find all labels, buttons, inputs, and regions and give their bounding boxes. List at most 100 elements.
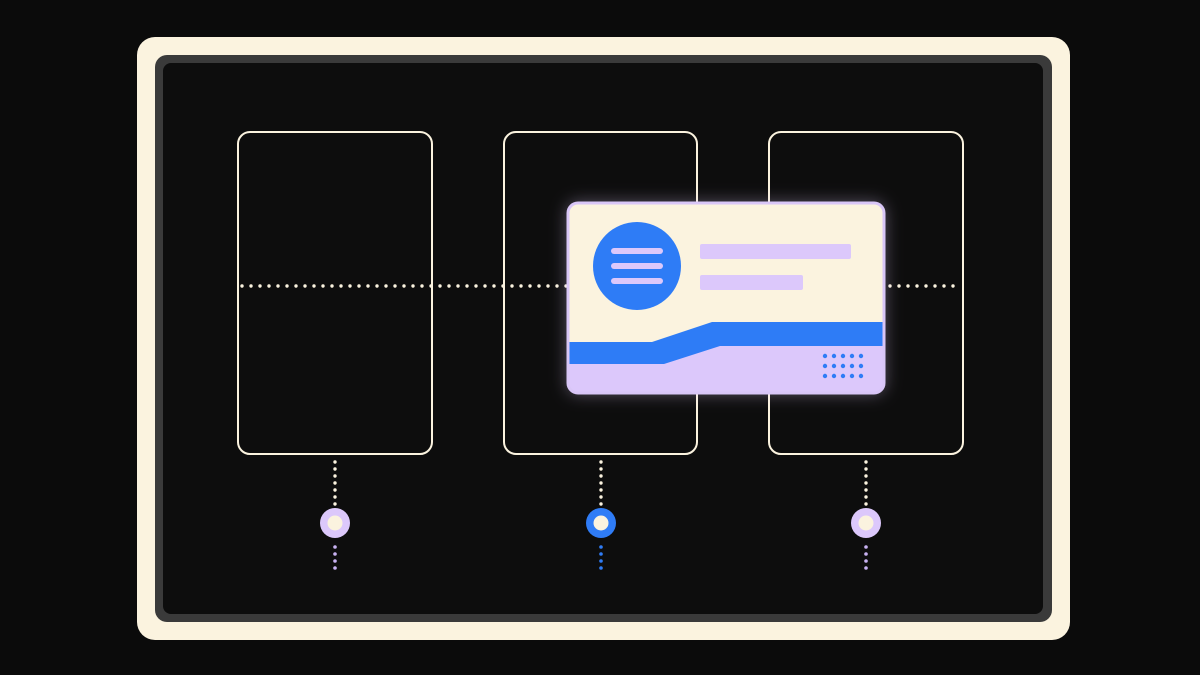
connector-dot — [456, 284, 460, 288]
connector-dot — [393, 284, 397, 288]
connector-dot — [492, 284, 496, 288]
panel-left — [237, 131, 433, 455]
connector-dot — [897, 284, 901, 288]
trail-dot — [599, 552, 603, 556]
connector-dot — [411, 284, 415, 288]
grid-dot — [822, 373, 828, 379]
connector-dot — [258, 284, 262, 288]
trail-dot — [599, 559, 603, 563]
floating-card[interactable] — [566, 201, 886, 395]
connector-dot — [599, 481, 603, 485]
trail-dot — [599, 545, 603, 549]
connector-dot — [915, 284, 919, 288]
connector-dot — [330, 284, 334, 288]
connector-dot — [339, 284, 343, 288]
node-center — [593, 515, 609, 531]
connector-dot — [249, 284, 253, 288]
grid-dot — [858, 373, 864, 379]
grid-dot — [858, 363, 864, 369]
connector-dot — [474, 284, 478, 288]
node-trail-left — [333, 545, 337, 570]
grid-dot — [831, 353, 837, 359]
connector-dot — [438, 284, 442, 288]
connector-dot — [864, 502, 868, 506]
trail-dot — [333, 559, 337, 563]
connector-dot — [599, 460, 603, 464]
connector-dot — [933, 284, 937, 288]
connector-dot — [429, 284, 433, 288]
connector-dot — [240, 284, 244, 288]
connector-dot — [501, 284, 505, 288]
connector-dot — [333, 495, 337, 499]
grid-dot — [849, 363, 855, 369]
connector-dot — [951, 284, 955, 288]
connector-dot — [599, 488, 603, 492]
grid-dot — [840, 353, 846, 359]
connector-dot — [333, 488, 337, 492]
connector-dot — [555, 284, 559, 288]
grid-dot — [840, 363, 846, 369]
card-lavender-band — [568, 340, 884, 393]
connector-dot — [942, 284, 946, 288]
connector-dot — [333, 467, 337, 471]
connector-dot — [375, 284, 379, 288]
grid-dot — [822, 363, 828, 369]
menu-lines-icon — [611, 248, 663, 284]
connector-dot — [384, 284, 388, 288]
connector-dot — [864, 481, 868, 485]
connector-dot — [447, 284, 451, 288]
connector-dot — [294, 284, 298, 288]
card-text-line-2 — [700, 275, 803, 290]
card-dot-grid — [822, 353, 864, 379]
node-center — [858, 515, 874, 531]
connector-dot — [321, 284, 325, 288]
card-blue-wave — [568, 322, 884, 364]
timeline-node-left[interactable] — [320, 508, 350, 538]
connector-dot — [402, 284, 406, 288]
connector-dot — [348, 284, 352, 288]
connector-dot — [333, 481, 337, 485]
connector-dot — [546, 284, 550, 288]
grid-dot — [849, 373, 855, 379]
connector-dot — [312, 284, 316, 288]
trail-dot — [864, 552, 868, 556]
connector-dot — [864, 474, 868, 478]
timeline-node-middle[interactable] — [586, 508, 616, 538]
connector-dot — [528, 284, 532, 288]
grid-dot — [831, 363, 837, 369]
connector-dot — [420, 284, 424, 288]
card-border — [566, 201, 886, 395]
vertical-connector-left — [333, 460, 337, 506]
card-text-line-1 — [700, 244, 851, 259]
trail-dot — [864, 566, 868, 570]
connector-dot — [483, 284, 487, 288]
connector-dot — [924, 284, 928, 288]
connector-dot — [599, 502, 603, 506]
connector-dot — [333, 474, 337, 478]
connector-dot — [599, 467, 603, 471]
connector-dot — [864, 467, 868, 471]
vertical-connector-right — [864, 460, 868, 506]
connector-dot — [510, 284, 514, 288]
trail-dot — [864, 545, 868, 549]
connector-dot — [465, 284, 469, 288]
node-center — [327, 515, 343, 531]
connector-dot — [864, 488, 868, 492]
grid-dot — [831, 373, 837, 379]
trail-dot — [599, 566, 603, 570]
grid-dot — [849, 353, 855, 359]
connector-dot — [888, 284, 892, 288]
node-trail-middle — [599, 545, 603, 570]
connector-dot — [864, 460, 868, 464]
connector-dot — [357, 284, 361, 288]
connector-dot — [519, 284, 523, 288]
connector-dot — [599, 495, 603, 499]
node-trail-right — [864, 545, 868, 570]
connector-dot — [537, 284, 541, 288]
grid-dot — [822, 353, 828, 359]
trail-dot — [333, 552, 337, 556]
timeline-node-right[interactable] — [851, 508, 881, 538]
trail-dot — [333, 545, 337, 549]
grid-dot — [840, 373, 846, 379]
grid-dot — [858, 353, 864, 359]
